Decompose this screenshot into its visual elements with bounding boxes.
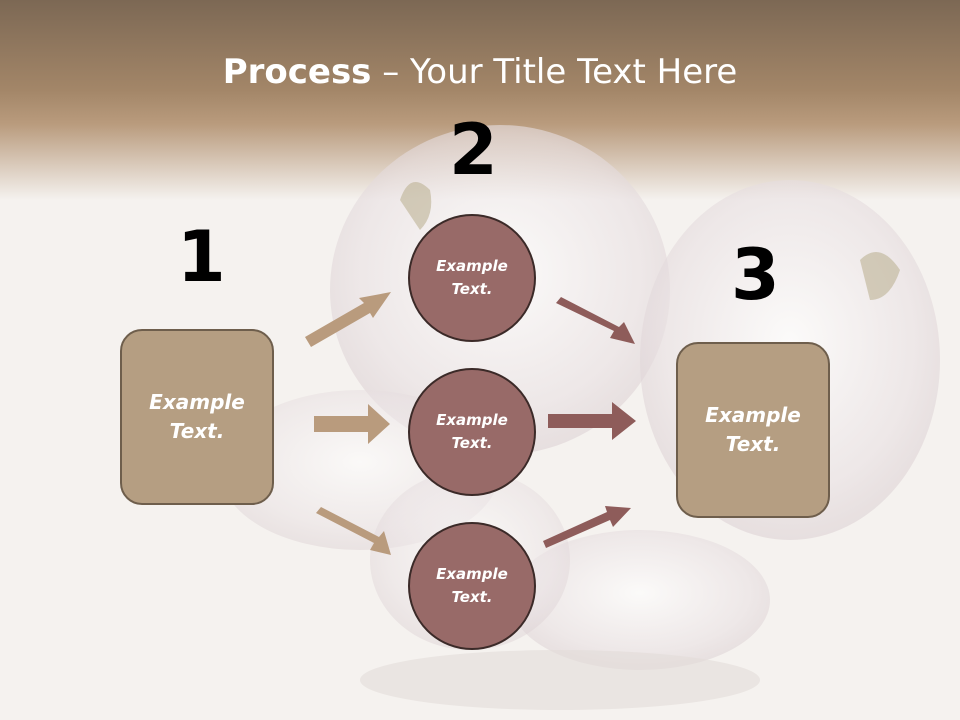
step-number-2: 2 — [449, 109, 498, 191]
title-bold: Process — [222, 52, 372, 92]
circle-middle-line2: Text. — [451, 434, 493, 452]
left-box-line1: Example — [149, 390, 245, 414]
circle-middle: Example Text. — [408, 368, 536, 496]
left-box-line2: Text. — [169, 419, 225, 443]
arrow-from-top-circle — [556, 297, 635, 344]
arrow-from-middle-circle — [548, 402, 636, 440]
step-number-1: 1 — [177, 216, 226, 298]
left-box: Example Text. — [120, 329, 274, 505]
right-box-line2: Text. — [725, 432, 781, 456]
arrow-to-bottom-circle — [316, 507, 391, 555]
circle-top-line1: Example — [436, 257, 508, 275]
title-rest: – Your Title Text Here — [371, 52, 738, 92]
right-box: Example Text. — [676, 342, 830, 518]
circle-top-line2: Text. — [451, 280, 493, 298]
right-box-line1: Example — [705, 403, 801, 427]
slide-title: Process – Your Title Text Here — [0, 52, 960, 92]
circle-bottom-line1: Example — [436, 565, 508, 583]
circle-middle-line1: Example — [436, 411, 508, 429]
arrow-to-top-circle — [305, 292, 391, 347]
circle-bottom: Example Text. — [408, 522, 536, 650]
arrow-to-middle-circle — [314, 404, 390, 444]
circle-bottom-line2: Text. — [451, 588, 493, 606]
circle-top: Example Text. — [408, 214, 536, 342]
arrow-from-bottom-circle — [543, 506, 631, 548]
step-number-3: 3 — [731, 234, 780, 316]
